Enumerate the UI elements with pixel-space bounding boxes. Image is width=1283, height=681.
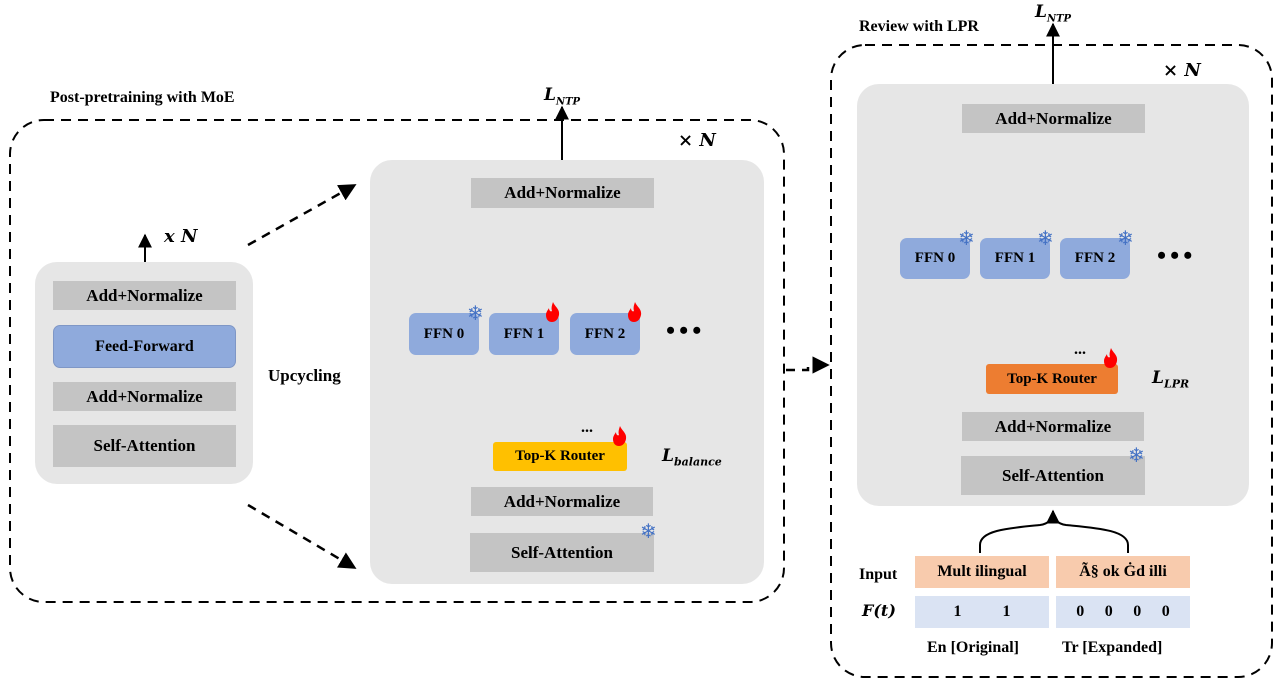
lpr-expert-ffn1: FFN 1 [980, 238, 1050, 279]
upcycling-arrows [247, 183, 830, 570]
moe-expert-ffn1: FFN 1 [489, 313, 559, 355]
moe-ntp-loss: LNTP [544, 85, 581, 108]
lpr-top-k-router: Top-K Router [986, 364, 1118, 394]
original-value: 1 [953, 603, 962, 620]
expanded-tokens: Ã§ ok Ġd illi [1056, 556, 1190, 588]
snowflake-icon: ❄ [1117, 228, 1134, 250]
original-values: 1 1 [915, 596, 1049, 628]
moe-balance-loss: Lbalance [662, 446, 722, 469]
snowflake-icon: ❄ [958, 228, 975, 250]
original-value: 1 [1002, 603, 1011, 620]
original-tokens: Mult ilingual [915, 556, 1049, 588]
expanded-value: 0 [1133, 603, 1142, 620]
lpr-self-attention: Self-Attention [961, 456, 1145, 495]
lpr-expert-ffn0: FFN 0 [900, 238, 970, 279]
moe-add-normalize-top: Add+Normalize [471, 178, 654, 208]
moe-top-k-router: Top-K Router [493, 442, 627, 471]
lpr-expert-ffn2: FFN 2 [1060, 238, 1130, 279]
flame-icon [628, 302, 642, 322]
lpr-router-dots: ... [1074, 341, 1086, 358]
input-brace [979, 509, 1129, 553]
dense-add-normalize-bottom: Add+Normalize [53, 382, 236, 411]
moe-section-title: Post-pretraining with MoE [50, 89, 235, 106]
upcycling-label: Upcycling [268, 366, 341, 385]
moe-block-panel [370, 160, 764, 584]
dense-feed-forward: Feed-Forward [53, 325, 236, 368]
expanded-caption: Tr [Expanded] [1062, 639, 1163, 656]
expanded-values: 0 0 0 0 [1056, 596, 1190, 628]
flame-icon [546, 302, 560, 322]
moe-expert-ffn2: FFN 2 [570, 313, 640, 355]
expanded-value: 0 [1161, 603, 1170, 620]
flame-icon [1104, 348, 1118, 368]
expanded-value: 0 [1104, 603, 1113, 620]
f-t-label: F(t) [862, 601, 896, 620]
lpr-repeat-label: × N [1163, 60, 1201, 81]
original-caption: En [Original] [927, 639, 1020, 656]
lpr-add-normalize-top: Add+Normalize [962, 104, 1145, 133]
moe-add-normalize-bottom: Add+Normalize [471, 487, 653, 516]
lpr-section-title: Review with LPR [859, 18, 979, 35]
moe-expert-ffn0: FFN 0 [409, 313, 479, 355]
moe-self-attention: Self-Attention [470, 533, 654, 572]
lpr-section-border [830, 44, 1273, 678]
moe-router-dots: ... [581, 419, 593, 436]
dense-add-normalize-top: Add+Normalize [53, 281, 236, 310]
lpr-add-normalize-bottom: Add+Normalize [962, 412, 1144, 441]
lpr-more-experts: ••• [1157, 241, 1197, 270]
lpr-block-panel [857, 84, 1249, 506]
snowflake-icon: ❄ [640, 521, 657, 543]
lpr-ntp-loss: LNTP [1035, 2, 1072, 25]
moe-more-experts: ••• [666, 316, 706, 345]
expanded-value: 0 [1076, 603, 1085, 620]
snowflake-icon: ❄ [1128, 445, 1145, 467]
moe-repeat-label: × N [678, 130, 716, 151]
lpr-router-loss: LLPR [1152, 368, 1190, 391]
flame-icon [613, 426, 627, 446]
input-row-label: Input [859, 566, 898, 583]
dense-repeat-label: x N [164, 226, 198, 247]
snowflake-icon: ❄ [1037, 228, 1054, 250]
snowflake-icon: ❄ [467, 303, 484, 325]
dense-self-attention: Self-Attention [53, 425, 236, 467]
